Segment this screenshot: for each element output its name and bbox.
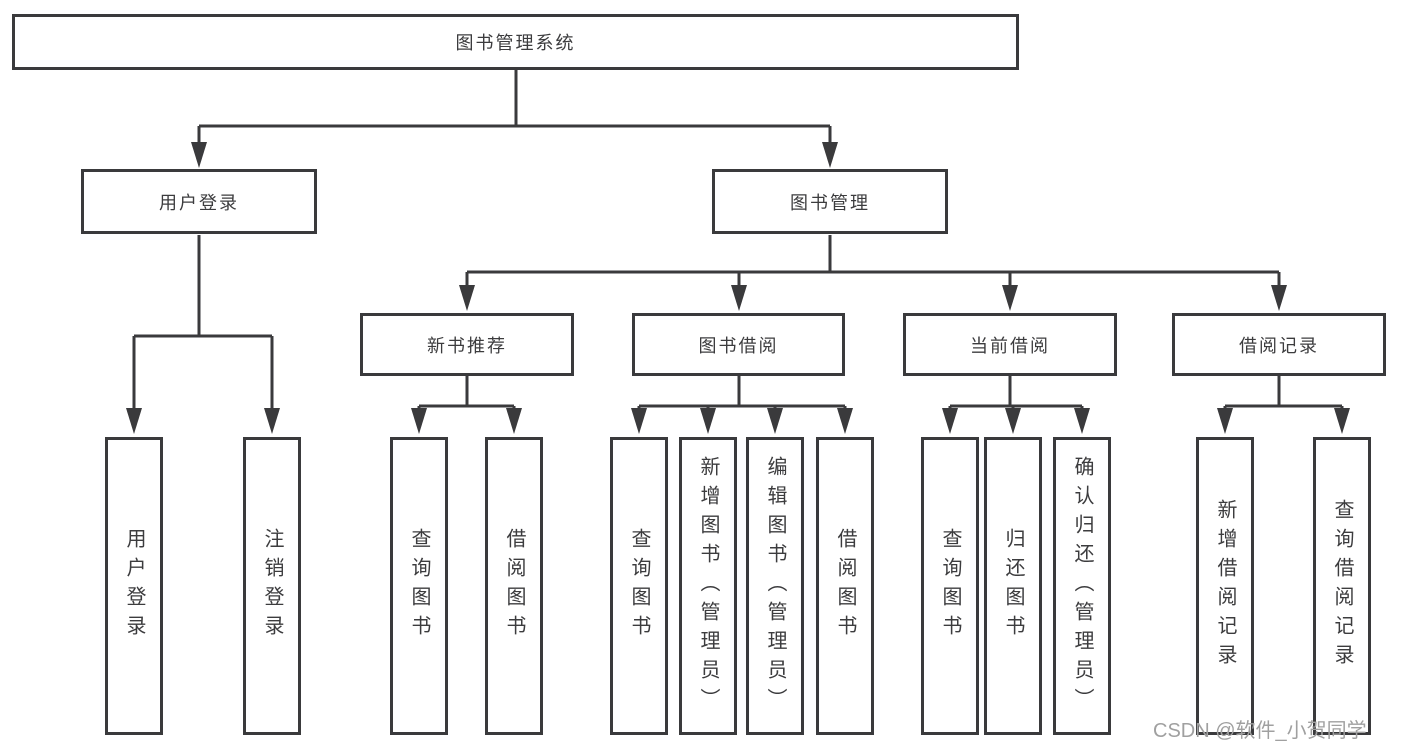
node-book-management: 图书管理 — [712, 169, 948, 234]
leaf-add-books-admin-label: 新增图书（管理员） — [697, 455, 719, 717]
arrowhead — [837, 408, 853, 434]
node-root: 图书管理系统 — [12, 14, 1019, 70]
leaf-user-login-label: 用户登录 — [123, 528, 145, 644]
leaf-query-books-3: 查询图书 — [921, 437, 979, 735]
leaf-return-books: 归还图书 — [984, 437, 1042, 735]
leaf-logout: 注销登录 — [243, 437, 301, 735]
node-root-label: 图书管理系统 — [455, 33, 576, 53]
arrowhead — [631, 408, 647, 434]
leaf-query-borrow-record-label: 查询借阅记录 — [1331, 499, 1353, 673]
node-borrow-records-label: 借阅记录 — [1239, 335, 1319, 356]
arrowhead — [1005, 408, 1021, 434]
arrowhead — [1002, 285, 1018, 311]
arrowhead — [731, 285, 747, 311]
arrowhead — [1271, 285, 1287, 311]
arrowhead — [822, 142, 838, 168]
leaf-borrow-books-1: 借阅图书 — [485, 437, 543, 735]
csdn-watermark: CSDN @软件_小贺同学 — [1153, 720, 1367, 742]
arrowhead — [700, 408, 716, 434]
node-new-book-recommend-label: 新书推荐 — [427, 335, 507, 356]
leaf-borrow-books-2: 借阅图书 — [816, 437, 874, 735]
leaf-add-borrow-record-label: 新增借阅记录 — [1214, 499, 1236, 673]
leaf-query-books-3-label: 查询图书 — [939, 528, 961, 644]
leaf-edit-books-admin-label: 编辑图书（管理员） — [764, 455, 786, 717]
node-borrow-records: 借阅记录 — [1172, 313, 1386, 376]
leaf-add-books-admin: 新增图书（管理员） — [679, 437, 737, 735]
arrowhead — [126, 408, 142, 434]
arrowhead — [506, 408, 522, 434]
arrowhead — [264, 408, 280, 434]
leaf-query-borrow-record: 查询借阅记录 — [1313, 437, 1371, 735]
node-user-login-label: 用户登录 — [159, 192, 239, 213]
leaf-query-books-1: 查询图书 — [390, 437, 448, 735]
arrowhead — [1334, 408, 1350, 434]
leaf-query-books-2-label: 查询图书 — [628, 528, 650, 644]
arrowhead — [191, 142, 207, 168]
node-book-borrow-label: 图书借阅 — [698, 335, 779, 356]
leaf-edit-books-admin: 编辑图书（管理员） — [746, 437, 804, 735]
leaf-borrow-books-2-label: 借阅图书 — [834, 528, 856, 644]
leaf-confirm-return-admin-label: 确认归还（管理员） — [1071, 455, 1093, 717]
arrowhead — [942, 408, 958, 434]
leaf-add-borrow-record: 新增借阅记录 — [1196, 437, 1254, 735]
arrowhead — [1074, 408, 1090, 434]
node-new-book-recommend: 新书推荐 — [360, 313, 574, 376]
arrowhead — [1217, 408, 1233, 434]
arrowhead — [767, 408, 783, 434]
leaf-return-books-label: 归还图书 — [1002, 528, 1024, 644]
leaf-confirm-return-admin: 确认归还（管理员） — [1053, 437, 1111, 735]
node-book-management-label: 图书管理 — [790, 192, 870, 213]
leaf-borrow-books-1-label: 借阅图书 — [503, 528, 525, 644]
leaf-user-login: 用户登录 — [105, 437, 163, 735]
leaf-query-books-1-label: 查询图书 — [408, 528, 430, 644]
leaf-query-books-2: 查询图书 — [610, 437, 668, 735]
node-user-login: 用户登录 — [81, 169, 317, 234]
arrowhead — [459, 285, 475, 311]
node-book-borrow: 图书借阅 — [632, 313, 845, 376]
leaf-logout-label: 注销登录 — [261, 528, 283, 644]
node-current-borrow: 当前借阅 — [903, 313, 1117, 376]
node-current-borrow-label: 当前借阅 — [970, 335, 1050, 356]
arrowhead — [411, 408, 427, 434]
